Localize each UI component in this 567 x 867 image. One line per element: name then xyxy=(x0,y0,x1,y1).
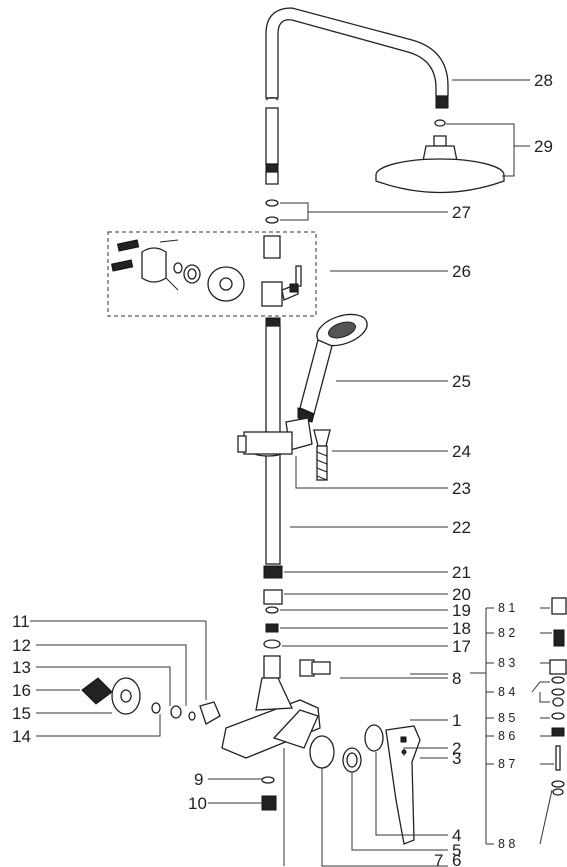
inlet-fittings xyxy=(81,677,277,811)
cartridge-parts xyxy=(549,597,567,796)
callout-14: 14 xyxy=(12,727,31,746)
callout-20: 20 xyxy=(452,585,471,604)
thermostatic-mixer-body xyxy=(221,655,331,759)
callout-15: 15 xyxy=(12,704,31,723)
callout-22: 22 xyxy=(452,518,471,537)
callout-7: 7 xyxy=(434,851,443,867)
callout-25: 25 xyxy=(452,372,471,391)
callout-87: 8 7 xyxy=(498,757,515,771)
upper-riser-pipe xyxy=(265,97,279,185)
hose-connector xyxy=(313,429,331,481)
callout-27: 27 xyxy=(452,203,471,222)
callout-4: 4 xyxy=(452,826,461,845)
callout-28: 28 xyxy=(534,71,553,90)
callout-24: 24 xyxy=(452,442,471,461)
callout-21: 21 xyxy=(452,563,471,582)
callout-29: 29 xyxy=(534,137,553,156)
callout-83: 8 3 xyxy=(498,656,515,670)
shower-arm xyxy=(265,7,449,109)
callout-3: 3 xyxy=(452,749,461,768)
callout-13: 13 xyxy=(12,658,31,677)
callout-26: 26 xyxy=(452,262,471,281)
rain-shower-head xyxy=(375,119,505,194)
callout-labels: 28 29 27 26 25 24 23 22 21 20 19 18 17 8… xyxy=(12,71,553,867)
callout-19: 19 xyxy=(452,601,471,620)
callout-2: 2 xyxy=(452,739,461,758)
callout-8: 8 xyxy=(452,669,461,688)
callout-23: 23 xyxy=(452,479,471,498)
callout-81: 8 1 xyxy=(498,601,515,615)
lower-riser-fittings xyxy=(263,565,283,649)
callout-10: 10 xyxy=(188,794,207,813)
callout-6: 6 xyxy=(452,851,461,867)
callout-12: 12 xyxy=(12,636,31,655)
handle-assembly xyxy=(309,724,421,845)
callout-84: 8 4 xyxy=(498,685,515,699)
callout-82: 8 2 xyxy=(498,626,515,640)
callout-9: 9 xyxy=(194,770,203,789)
hand-shower xyxy=(297,313,368,423)
callout-86: 8 6 xyxy=(498,729,515,743)
callout-88: 8 8 xyxy=(498,837,515,851)
callout-18: 18 xyxy=(452,619,471,638)
callout-17: 17 xyxy=(452,637,471,656)
slider-holder xyxy=(237,417,313,457)
callout-1: 1 xyxy=(452,711,461,730)
callout-5: 5 xyxy=(452,841,461,860)
leader-lines xyxy=(30,79,554,867)
callout-16: 16 xyxy=(12,681,31,700)
riser-washers xyxy=(265,199,279,224)
wall-bracket-group xyxy=(107,231,317,317)
callout-11: 11 xyxy=(12,612,30,631)
callout-85: 8 5 xyxy=(498,711,515,725)
